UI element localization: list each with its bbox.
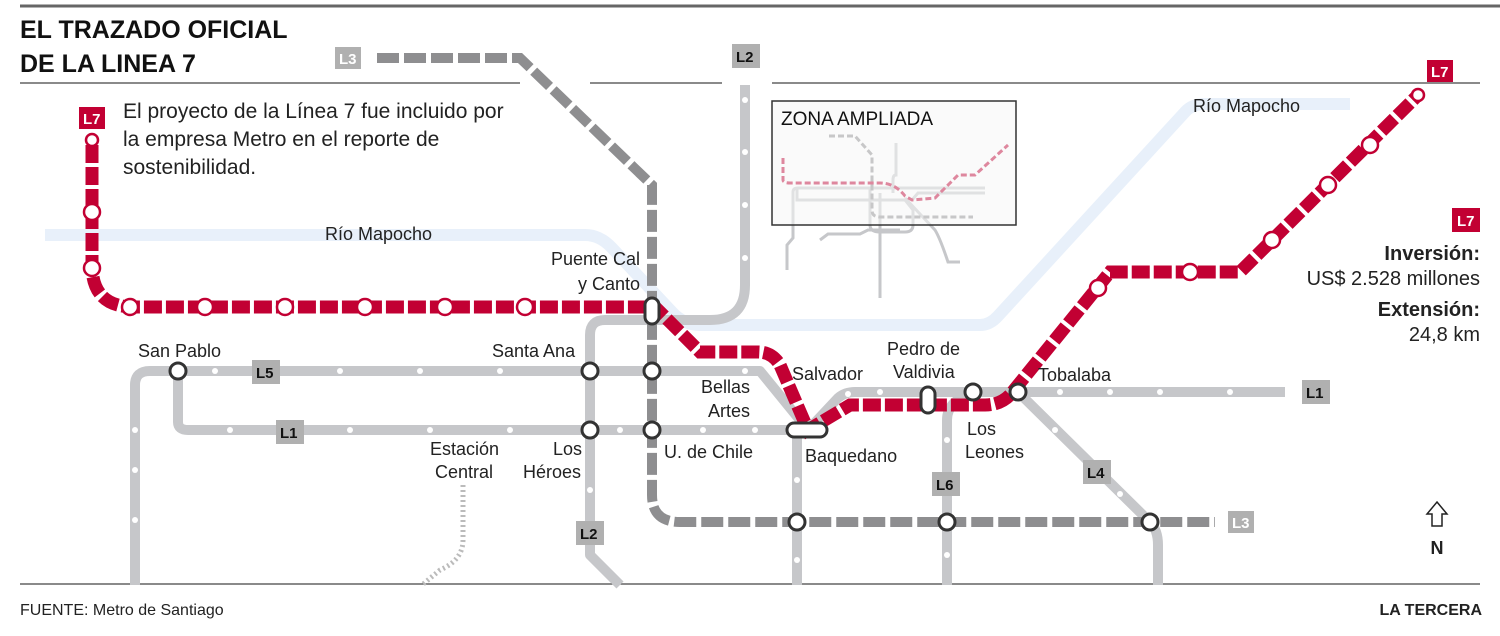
river-mapocho [45, 98, 1350, 331]
label-u-de-chile: U. de Chile [664, 442, 753, 462]
inset-frame [771, 100, 1017, 226]
interchange-stations [168, 296, 1160, 532]
legend-tag: L7 [1452, 208, 1480, 232]
inset-title: ZONA AMPLIADA [781, 109, 933, 130]
intro-text: El proyecto de la Línea 7 fue incluido p… [123, 100, 504, 179]
svg-text:L7: L7 [1431, 64, 1449, 81]
line-3-path [377, 53, 1215, 527]
svg-text:L7: L7 [83, 111, 101, 128]
tag-l3-east: L3 [1228, 511, 1254, 533]
label-los-leones: Los [967, 419, 996, 439]
svg-text:L6: L6 [936, 477, 954, 494]
svg-text:L3: L3 [1232, 515, 1250, 532]
svg-text:L3: L3 [339, 51, 357, 68]
line-7-path [85, 90, 1423, 440]
svg-text:sostenibilidad.: sostenibilidad. [123, 156, 256, 179]
svg-text:y Canto: y Canto [578, 274, 640, 294]
label-puente-cal-y-canto: Puente Cal [551, 249, 640, 269]
river-label-east: Río Mapocho [1193, 96, 1300, 116]
label-tobalaba: Tobalaba [1038, 365, 1112, 385]
brand-logo: LA TERCERA [1379, 602, 1482, 619]
svg-text:Artes: Artes [708, 401, 750, 421]
label-pedro-de-valdivia: Pedro de [887, 339, 960, 359]
legend-l7: L7 Inversión: US$ 2.528 millones Extensi… [1307, 208, 1480, 346]
length-label: Extensión: [1378, 299, 1480, 321]
tag-l6: L6 [932, 472, 960, 496]
svg-text:Central: Central [435, 462, 493, 482]
svg-text:L5: L5 [256, 365, 274, 382]
title-line-1: EL TRAZADO OFICIAL [20, 16, 288, 44]
river-label-west: Río Mapocho [325, 224, 432, 244]
source-text: FUENTE: Metro de Santiago [20, 602, 224, 619]
svg-text:L2: L2 [736, 49, 754, 66]
label-santa-ana: Santa Ana [492, 341, 576, 361]
tag-l1-west: L1 [276, 420, 304, 444]
tag-l7-west: L7 [79, 107, 105, 129]
svg-text:L2: L2 [580, 526, 598, 543]
station-labels: Puente Cal y Canto San Pablo Santa Ana B… [138, 249, 1112, 482]
line-7-stations [82, 87, 1426, 317]
label-estacion-central: Estación [430, 439, 499, 459]
tag-l5: L5 [252, 360, 280, 384]
inset-zoomed-area: ZONA AMPLIADA [771, 100, 1017, 298]
tag-l2-south: L2 [576, 521, 604, 545]
line-4-path [1014, 388, 1163, 585]
investment-label: Inversión: [1384, 243, 1480, 265]
label-san-pablo: San Pablo [138, 341, 221, 361]
svg-text:Valdivia: Valdivia [893, 362, 956, 382]
minor-stops [132, 97, 1233, 563]
svg-text:Héroes: Héroes [523, 462, 581, 482]
label-los-heroes: Los [553, 439, 582, 459]
svg-text:L1: L1 [280, 425, 298, 442]
title-line-2: DE LA LINEA 7 [20, 50, 196, 78]
line-1-west-path [173, 371, 808, 435]
tag-l4: L4 [1083, 460, 1111, 484]
label-baquedano: Baquedano [805, 446, 897, 466]
svg-text:Leones: Leones [965, 442, 1024, 462]
tag-l1-east: L1 [1302, 380, 1330, 404]
metro-lines-gray [130, 85, 1285, 589]
north-arrow-icon [1425, 500, 1449, 527]
line-5-path [130, 366, 812, 585]
line-2-path [585, 85, 750, 589]
label-salvador: Salvador [792, 364, 863, 384]
svg-text:L4: L4 [1087, 465, 1105, 482]
label-bellas-artes: Bellas [701, 377, 750, 397]
tag-l2-north: L2 [732, 44, 760, 68]
svg-text:L7: L7 [1457, 213, 1475, 230]
length-value: 24,8 km [1409, 324, 1480, 346]
investment-value: US$ 2.528 millones [1307, 268, 1480, 290]
svg-text:L1: L1 [1306, 385, 1324, 402]
rail-line [420, 485, 466, 587]
tag-l7-east: L7 [1427, 60, 1453, 82]
tag-l3-north: L3 [335, 47, 361, 69]
svg-text:El proyecto de la Línea 7 fue: El proyecto de la Línea 7 fue incluido p… [123, 100, 504, 123]
svg-text:la empresa Metro en el reporte: la empresa Metro en el reporte de [123, 128, 439, 151]
north-label: N [1431, 538, 1444, 558]
